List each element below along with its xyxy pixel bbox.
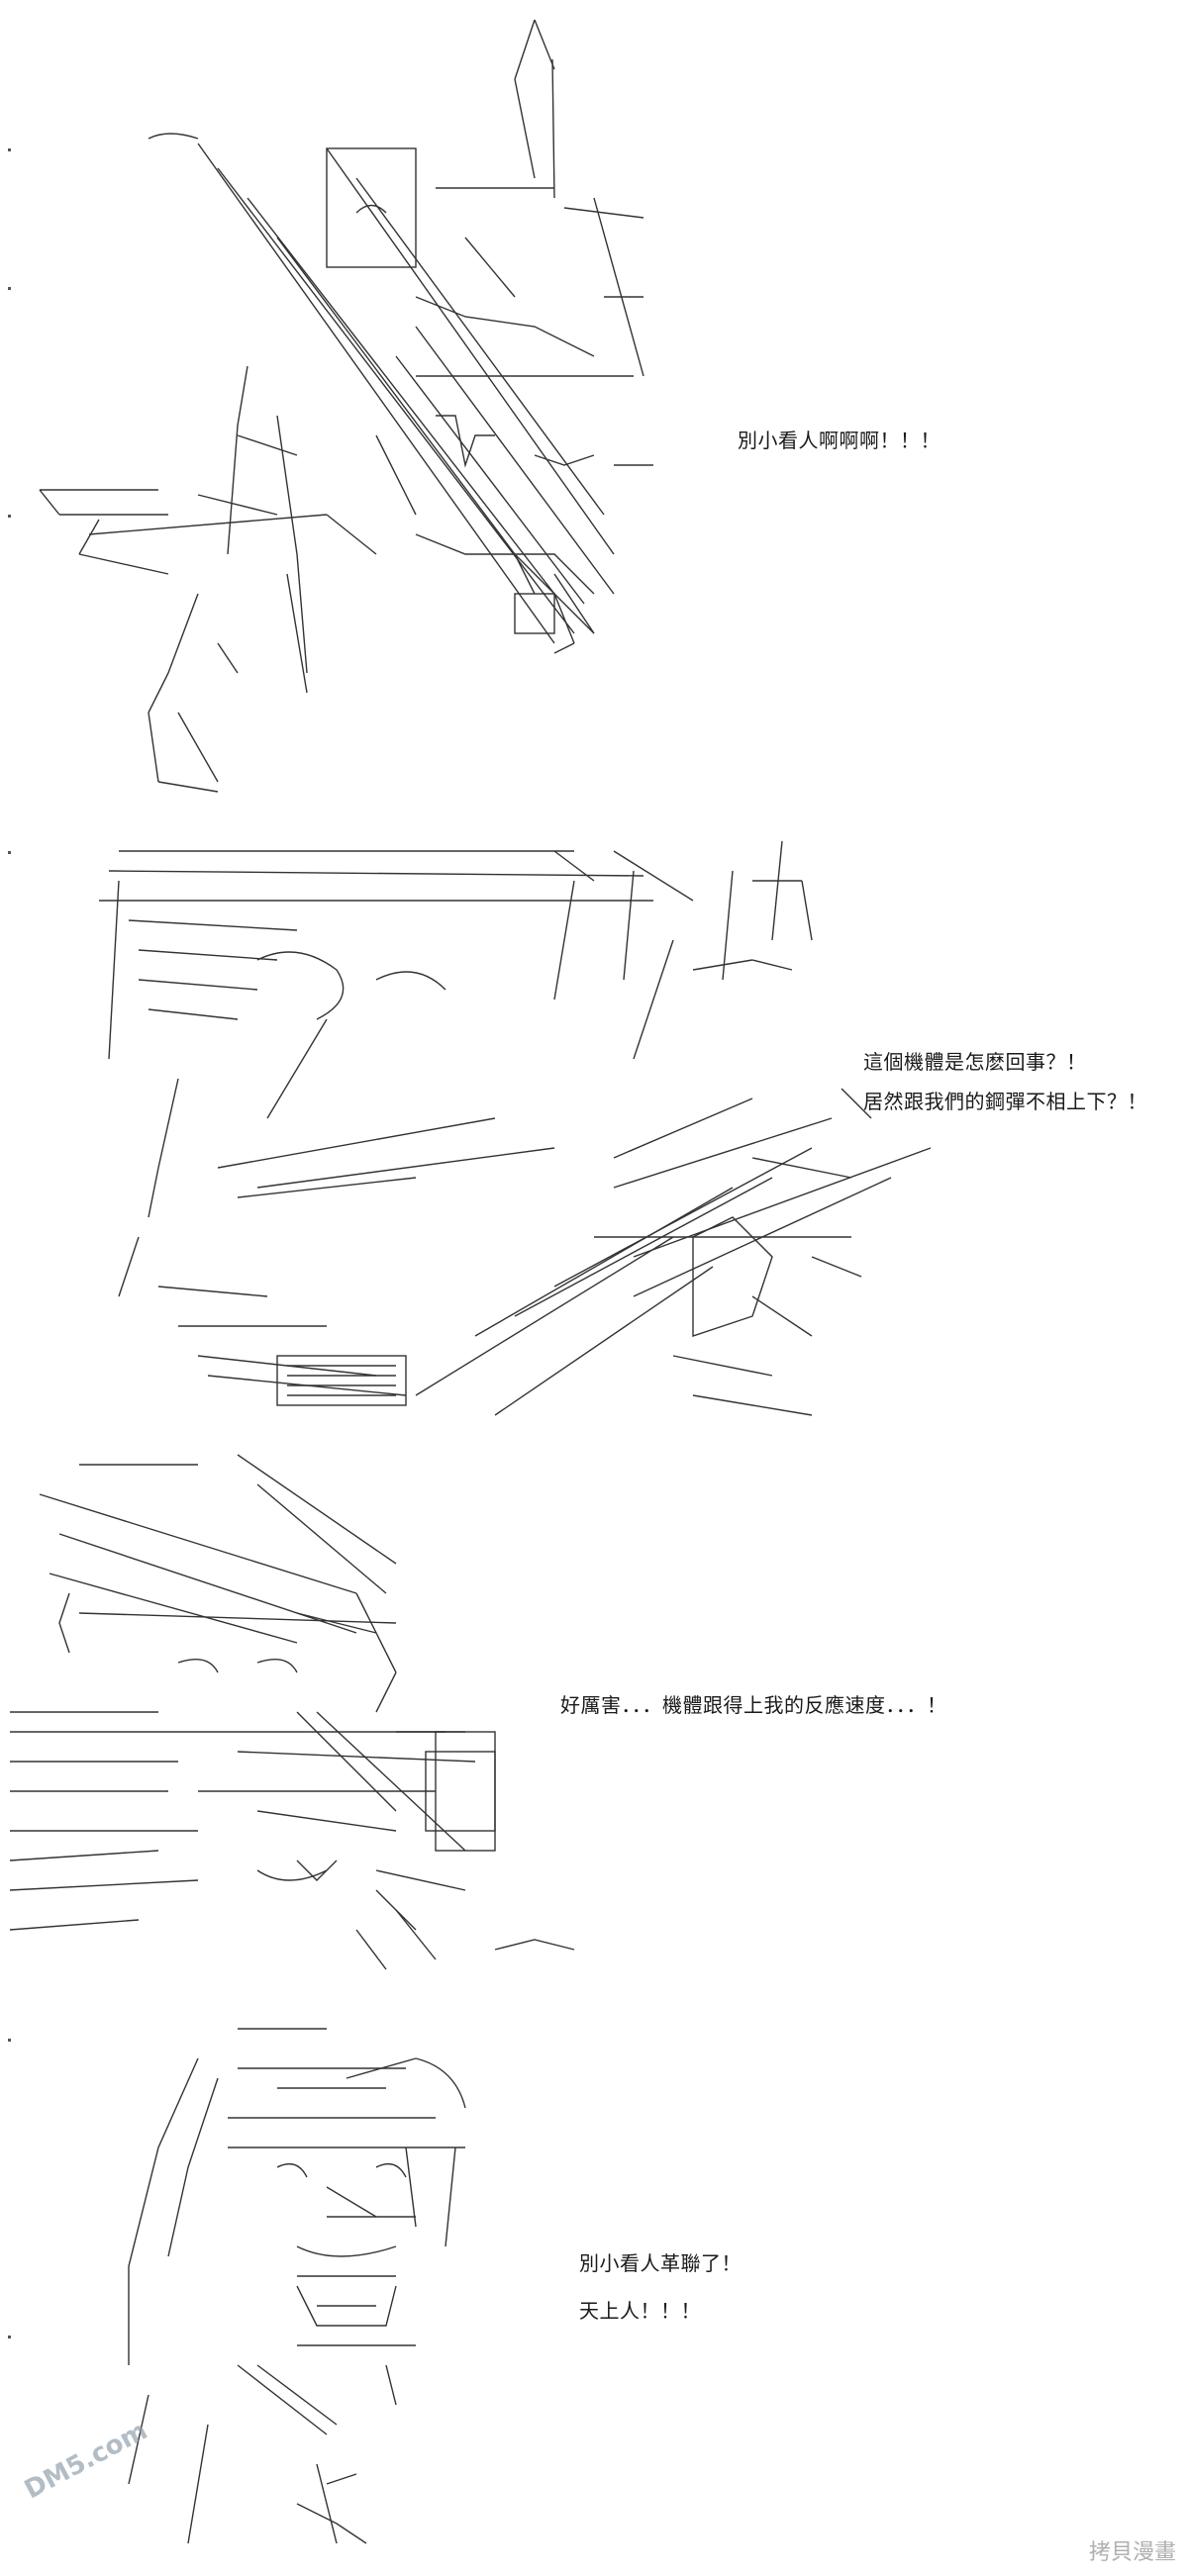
speech-line: 天上人！！！: [579, 2299, 701, 2323]
margin-dot: [8, 515, 11, 518]
panel-3: 好厲害．．．機體跟得上我的反應速度．．．！: [0, 1435, 1188, 1989]
ascii-art-pilot-cockpit: [0, 821, 1188, 1435]
speech-line: 好厲害．．．機體跟得上我的反應速度．．．！: [560, 1693, 947, 1717]
speech-line: 別小看人革聯了！: [579, 2251, 742, 2275]
watermark-logo-right: 拷貝漫畫: [1088, 2540, 1176, 2565]
ascii-art-pilot-shouting: [0, 1989, 1188, 2576]
speech-line: 別小看人啊啊啊！！！: [738, 429, 940, 452]
margin-dot: [8, 148, 11, 151]
speech-line: 這個機體是怎麽回事？！: [863, 1050, 1087, 1074]
panel-4: 別小看人革聯了！ 天上人！！！: [0, 1989, 1188, 2576]
margin-dot: [8, 2336, 11, 2338]
ascii-art-pilot-smiling: [0, 1435, 1188, 1989]
margin-dot: [8, 851, 11, 854]
panel-1: 別小看人啊啊啊！！！: [0, 0, 1188, 821]
margin-dot: [8, 2039, 11, 2042]
margin-dot: [8, 287, 11, 290]
ascii-art-mobile-suit: [0, 0, 1188, 821]
speech-line: 居然跟我們的鋼彈不相上下？！: [863, 1090, 1147, 1113]
panel-2: 這個機體是怎麽回事？！ 居然跟我們的鋼彈不相上下？！: [0, 821, 1188, 1435]
